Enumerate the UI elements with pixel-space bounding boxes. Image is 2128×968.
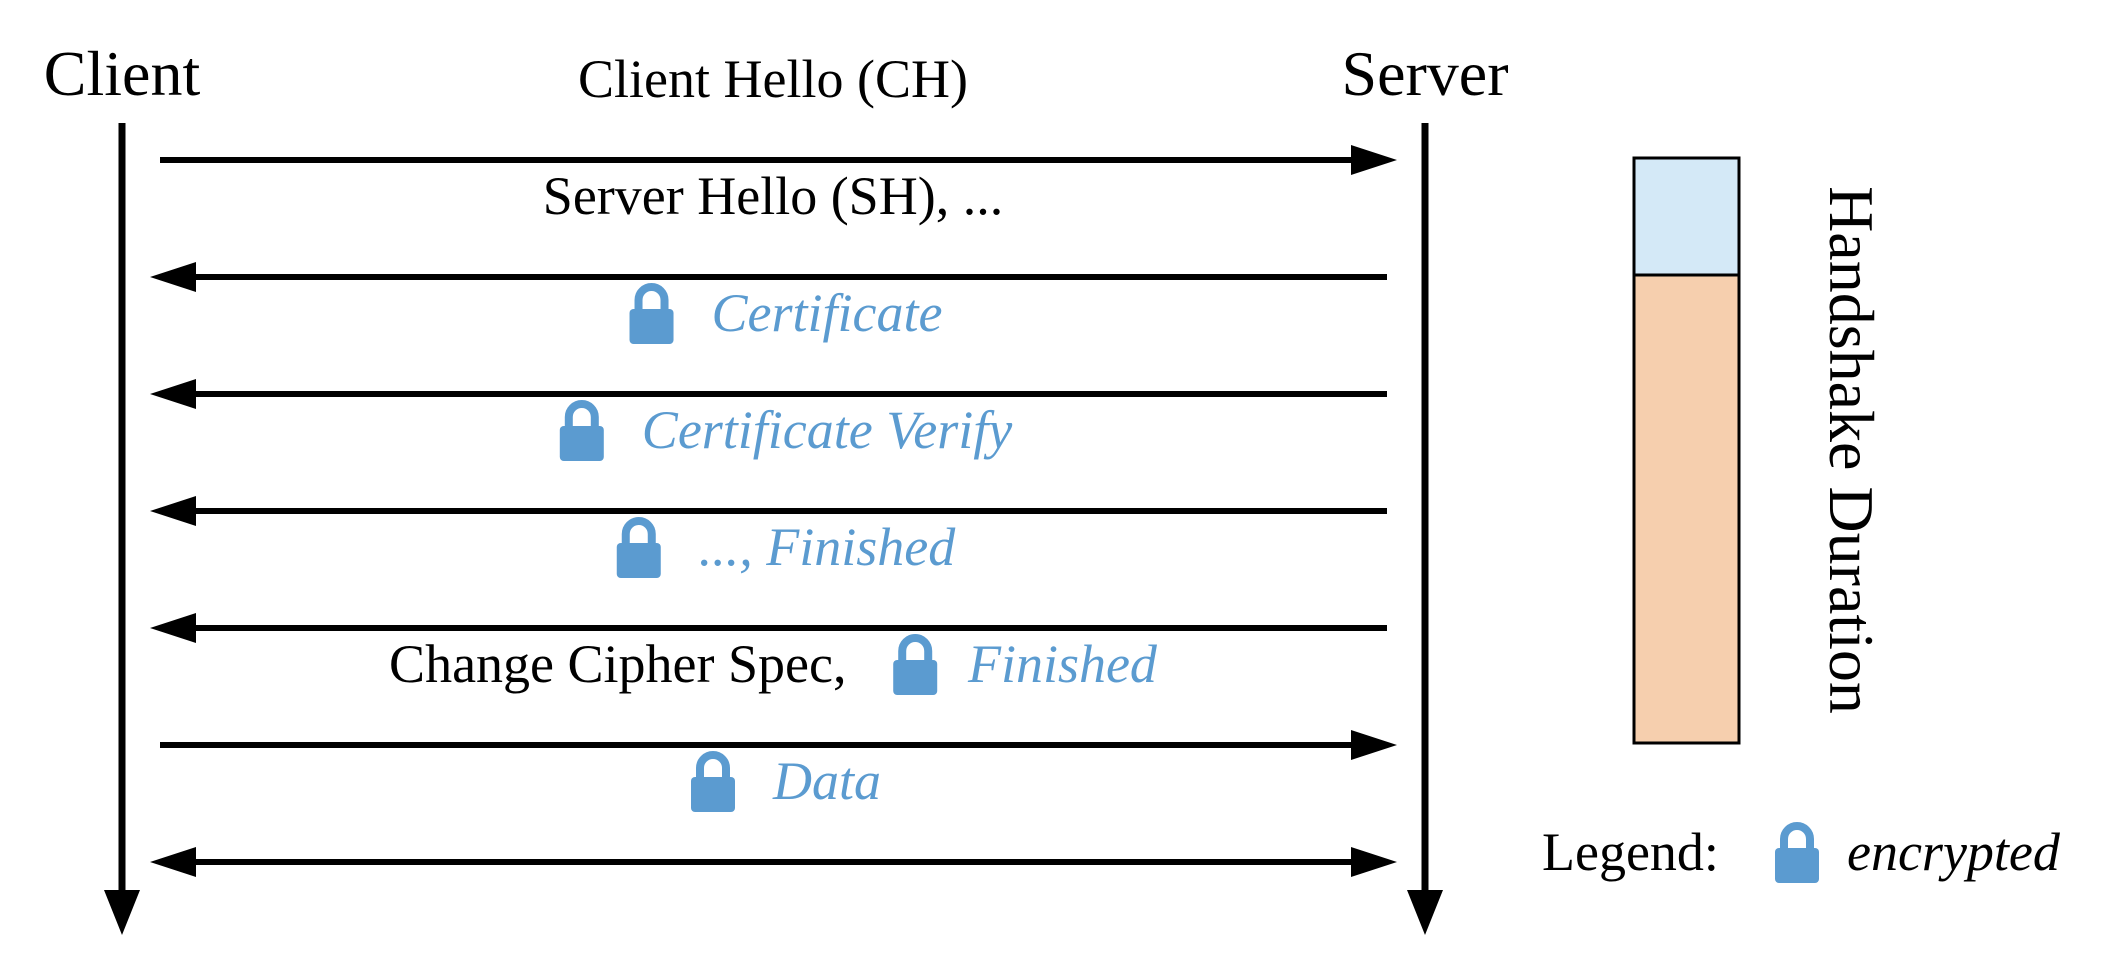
message-plain-text: Server Hello (SH), ...	[543, 166, 1003, 226]
lock-icon	[1775, 826, 1819, 883]
arrowhead-right	[1351, 730, 1397, 760]
message-plain-text: Change Cipher Spec,	[389, 634, 846, 694]
arrowhead-right	[1351, 847, 1397, 877]
message-encrypted-text: Certificate	[712, 283, 943, 343]
message-sh: Server Hello (SH), ...	[150, 166, 1387, 292]
message-label: Data	[665, 751, 881, 811]
message-encrypted-text: ..., Finished	[699, 517, 956, 577]
messages: Client Hello (CH)Server Hello (SH), ... …	[150, 49, 1397, 877]
message-label: Server Hello (SH), ...	[543, 166, 1003, 226]
handshake-duration-bar	[1632, 156, 1741, 745]
message-finished-server: ..., Finished	[150, 517, 1387, 643]
server-label: Server	[1341, 38, 1508, 109]
message-label: Certificate Verify	[534, 400, 1012, 460]
message-certverify: Certificate Verify	[150, 400, 1387, 526]
client-label: Client	[44, 38, 201, 109]
duration-bar-remaining-segment	[1632, 273, 1741, 745]
message-label: ..., Finished	[591, 517, 956, 577]
legend: Legend: encrypted	[1542, 822, 2061, 883]
message-label: Change Cipher Spec, Finished	[389, 634, 1158, 694]
message-data: Data	[150, 751, 1397, 877]
message-ch: Client Hello (CH)	[160, 49, 1397, 175]
arrowhead-left	[150, 847, 196, 877]
arrowhead-left	[150, 379, 196, 409]
arrowhead-right	[1351, 145, 1397, 175]
arrowhead-left	[150, 613, 196, 643]
message-label: Certificate	[604, 283, 943, 343]
legend-encrypted-label: encrypted	[1847, 822, 2061, 882]
client-lifeline	[104, 123, 140, 935]
server-lifeline	[1407, 123, 1443, 935]
message-plain-text: Client Hello (CH)	[578, 49, 968, 109]
duration-bar-server-hello-segment	[1632, 156, 1741, 277]
legend-label: Legend:	[1542, 822, 1719, 882]
message-encrypted-text: Certificate Verify	[642, 400, 1012, 460]
message-label: Client Hello (CH)	[578, 49, 968, 109]
arrowhead-left	[150, 262, 196, 292]
handshake-duration-label: Handshake Duration	[1816, 186, 1887, 714]
message-encrypted-text: Data	[772, 751, 881, 811]
arrowhead-left	[150, 496, 196, 526]
message-ccs: Change Cipher Spec, Finished	[160, 634, 1397, 760]
message-encrypted-text: Finished	[967, 634, 1158, 694]
message-cert: Certificate	[150, 283, 1387, 409]
